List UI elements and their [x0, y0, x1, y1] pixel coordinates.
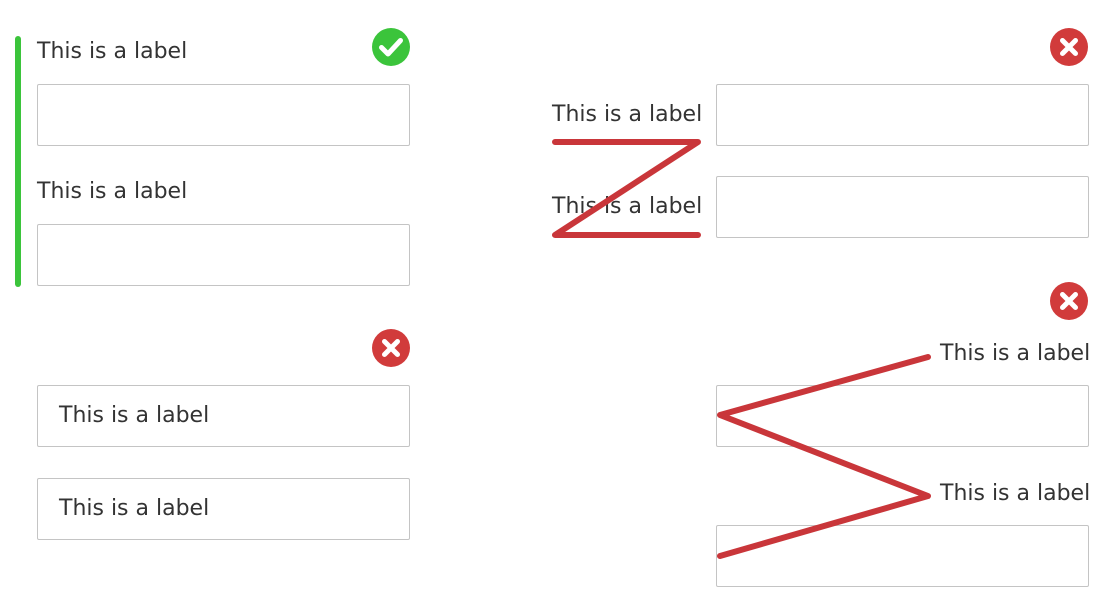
- text-input[interactable]: [716, 84, 1089, 146]
- field-label: This is a label: [552, 194, 703, 219]
- text-input[interactable]: [716, 525, 1089, 587]
- x-circle-icon: [371, 328, 411, 368]
- field-label: This is a label: [37, 179, 188, 204]
- text-input[interactable]: [716, 385, 1089, 447]
- x-circle-icon: [1049, 27, 1089, 67]
- field-label: This is a label: [552, 102, 703, 127]
- text-input[interactable]: [716, 176, 1089, 238]
- field-label: This is a label: [940, 341, 1091, 366]
- field-label: This is a label: [940, 481, 1091, 506]
- checkmark-circle-icon: [371, 27, 411, 67]
- valid-accent-bar: [15, 36, 21, 287]
- text-input[interactable]: [37, 84, 410, 146]
- placeholder-text: This is a label: [59, 403, 210, 428]
- field-label: This is a label: [37, 39, 188, 64]
- z-eye-path-stroke: [552, 139, 701, 238]
- text-input[interactable]: This is a label: [37, 478, 410, 540]
- text-input[interactable]: This is a label: [37, 385, 410, 447]
- placeholder-text: This is a label: [59, 496, 210, 521]
- text-input[interactable]: [37, 224, 410, 286]
- x-circle-icon: [1049, 281, 1089, 321]
